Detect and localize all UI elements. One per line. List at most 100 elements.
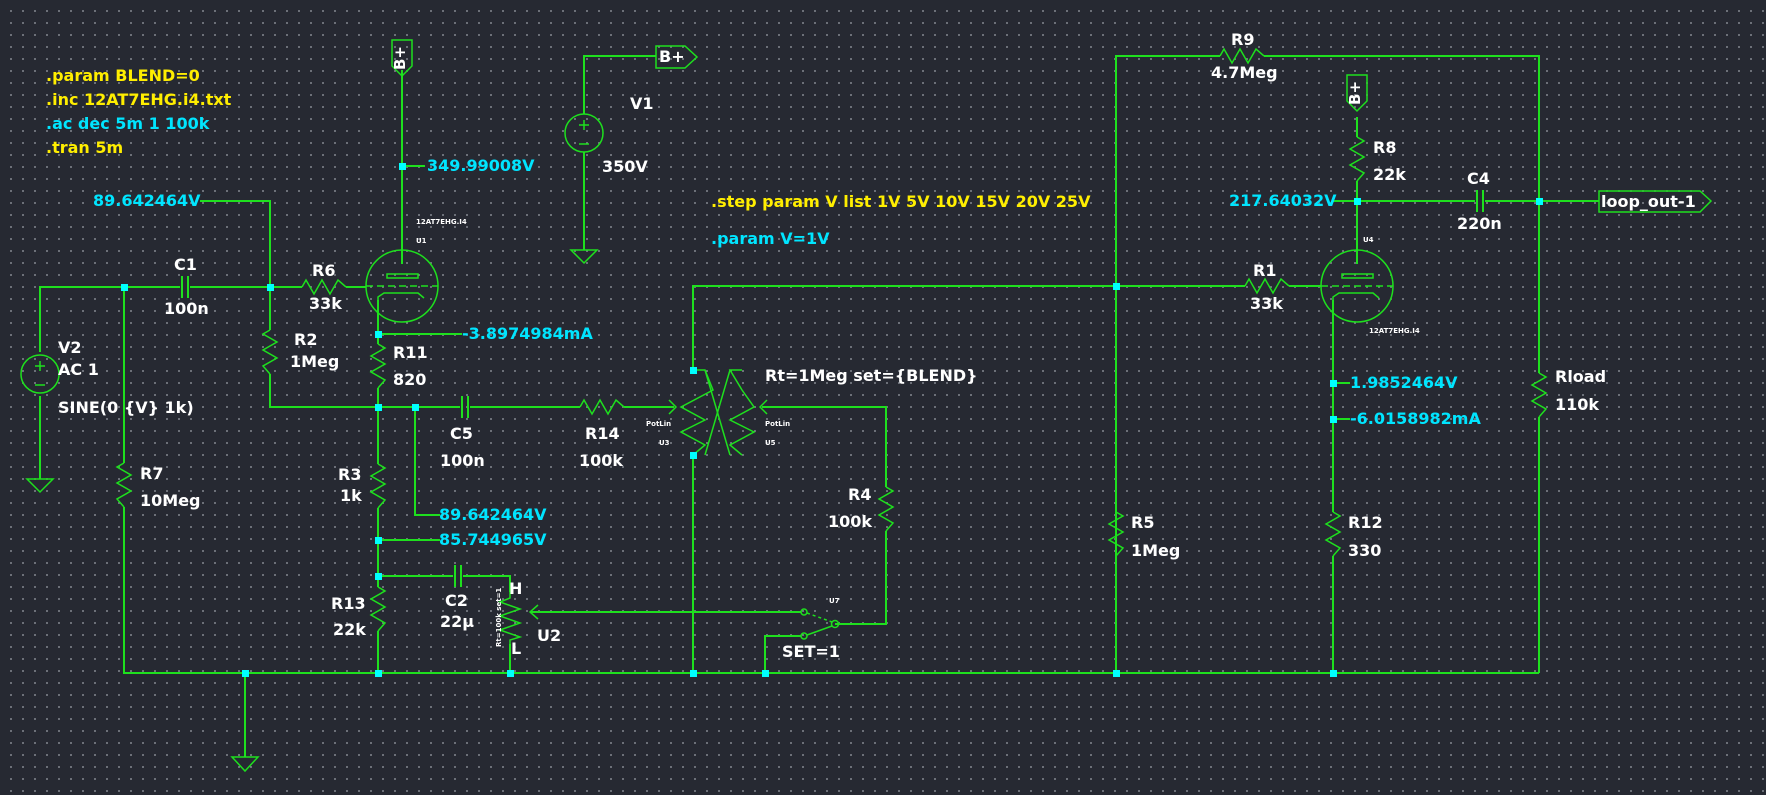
directive-include[interactable]: .inc 12AT7EHG.i4.txt [46, 90, 232, 109]
resistor-r14[interactable] [579, 398, 625, 416]
r8-name[interactable]: R8 [1373, 138, 1397, 157]
potentiometer-u2[interactable] [497, 592, 539, 644]
r6-value[interactable]: 33k [309, 294, 342, 313]
probe-c5-node-voltage[interactable]: 89.642464V [439, 505, 547, 524]
resistor-rload[interactable] [1530, 372, 1548, 418]
c1-name[interactable]: C1 [174, 255, 197, 274]
c4-name[interactable]: C4 [1467, 169, 1490, 188]
wire[interactable] [39, 286, 180, 352]
voltage-source-v1[interactable] [564, 113, 604, 153]
r2-name[interactable]: R2 [294, 330, 318, 349]
c2-value[interactable]: 22µ [440, 612, 475, 631]
net-flag-loop-out[interactable] [1598, 190, 1713, 213]
r7-value[interactable]: 10Meg [140, 491, 201, 510]
wire[interactable] [835, 531, 887, 625]
wire[interactable] [200, 200, 271, 287]
probe-r3-node-voltage[interactable]: 85.744965V [439, 530, 547, 549]
v1-value[interactable]: 350V [602, 157, 648, 176]
r8-value[interactable]: 22k [1373, 165, 1406, 184]
r11-value[interactable]: 820 [393, 370, 427, 389]
probe-u1-plate-voltage[interactable]: 349.99008V [427, 156, 535, 175]
directive-param-blend[interactable]: .param BLEND=0 [46, 66, 200, 85]
triode-u1[interactable] [365, 249, 439, 323]
r11-name[interactable]: R11 [393, 343, 428, 362]
v2-name[interactable]: V2 [58, 338, 82, 357]
capacitor-c1[interactable] [181, 276, 189, 298]
resistor-r2[interactable] [261, 329, 279, 375]
rload-value[interactable]: 110k [1555, 395, 1600, 414]
wire[interactable] [123, 507, 1539, 674]
resistor-r7[interactable] [115, 462, 133, 508]
r7-name[interactable]: R7 [140, 464, 164, 483]
v2-value2[interactable]: SINE(0 {V} 1k) [58, 398, 194, 417]
c2-name[interactable]: C2 [445, 591, 468, 610]
r3-name[interactable]: R3 [338, 465, 362, 484]
u2-params[interactable]: Rt=100k set=1 [495, 587, 503, 647]
c5-name[interactable]: C5 [450, 424, 473, 443]
u7-params[interactable]: SET=1 [782, 642, 840, 661]
u2-name[interactable]: U2 [537, 626, 562, 645]
u3-u5-params[interactable]: Rt=1Meg set={BLEND} [765, 366, 978, 385]
wire[interactable] [463, 575, 511, 592]
r5-name[interactable]: R5 [1131, 513, 1155, 532]
r1-value[interactable]: 33k [1250, 294, 1283, 313]
r4-value[interactable]: 100k [828, 512, 873, 531]
resistor-r1[interactable] [1244, 277, 1290, 295]
resistor-r6[interactable] [301, 278, 347, 296]
wire[interactable] [414, 407, 440, 516]
r14-name[interactable]: R14 [585, 424, 620, 443]
resistor-r4[interactable] [877, 486, 895, 532]
r6-name[interactable]: R6 [312, 261, 336, 280]
v1-name[interactable]: V1 [630, 94, 654, 113]
resistor-r11[interactable] [369, 343, 387, 389]
triode-u4[interactable] [1320, 249, 1394, 323]
wire[interactable] [269, 374, 378, 408]
wire[interactable] [764, 635, 801, 673]
r4-name[interactable]: R4 [848, 485, 872, 504]
probe-u4-cathode-voltage[interactable]: 1.9852464V [1350, 373, 1458, 392]
c5-value[interactable]: 100n [440, 451, 485, 470]
r1-name[interactable]: R1 [1253, 261, 1277, 280]
r12-value[interactable]: 330 [1348, 541, 1382, 560]
wire[interactable] [692, 285, 1116, 370]
directive-ac[interactable]: .ac dec 5m 1 100k [46, 114, 210, 133]
resistor-r12[interactable] [1324, 511, 1342, 557]
capacitor-c4[interactable] [1476, 190, 1484, 212]
wire[interactable] [1115, 55, 1220, 673]
r3-value[interactable]: 1k [340, 486, 362, 505]
c4-value[interactable]: 220n [1457, 214, 1502, 233]
directive-tran[interactable]: .tran 5m [46, 138, 124, 157]
v2-value[interactable]: AC 1 [58, 360, 99, 379]
r9-name[interactable]: R9 [1231, 30, 1255, 49]
dual-potentiometer-u3-u5[interactable] [668, 369, 768, 456]
voltage-source-v2[interactable] [20, 354, 60, 394]
resistor-r8[interactable] [1348, 136, 1366, 182]
r2-value[interactable]: 1Meg [290, 352, 340, 371]
c1-value[interactable]: 100n [164, 299, 209, 318]
switch-u7[interactable] [800, 608, 840, 640]
r13-value[interactable]: 22k [333, 620, 366, 639]
capacitor-c5[interactable] [461, 396, 469, 418]
rload-name[interactable]: Rload [1555, 367, 1607, 386]
r13-name[interactable]: R13 [331, 594, 366, 613]
probe-u4-cathode-current[interactable]: -6.0158982mA [1350, 409, 1481, 428]
r14-value[interactable]: 100k [579, 451, 624, 470]
net-flag-bplus-v1[interactable] [655, 45, 699, 69]
capacitor-c2[interactable] [454, 565, 462, 587]
r9-value[interactable]: 4.7Meg [1211, 63, 1278, 82]
resistor-r5[interactable] [1107, 511, 1125, 557]
directive-param-v[interactable]: .param V=1V [711, 229, 830, 248]
resistor-r9[interactable] [1219, 47, 1265, 65]
directive-step[interactable]: .step param V list 1V 5V 10V 15V 20V 25V [711, 192, 1091, 211]
wire[interactable] [583, 55, 656, 114]
net-flag-bplus-u4[interactable] [1346, 74, 1368, 113]
net-flag-bplus-u1[interactable] [391, 39, 413, 78]
wire[interactable] [762, 406, 887, 487]
resistor-r3[interactable] [369, 463, 387, 509]
probe-u4-plate-voltage[interactable]: 217.64032V [1229, 191, 1337, 210]
r5-value[interactable]: 1Meg [1131, 541, 1181, 560]
wire[interactable] [1264, 55, 1540, 373]
r12-name[interactable]: R12 [1348, 513, 1383, 532]
probe-input-voltage[interactable]: 89.642464V [93, 191, 201, 210]
